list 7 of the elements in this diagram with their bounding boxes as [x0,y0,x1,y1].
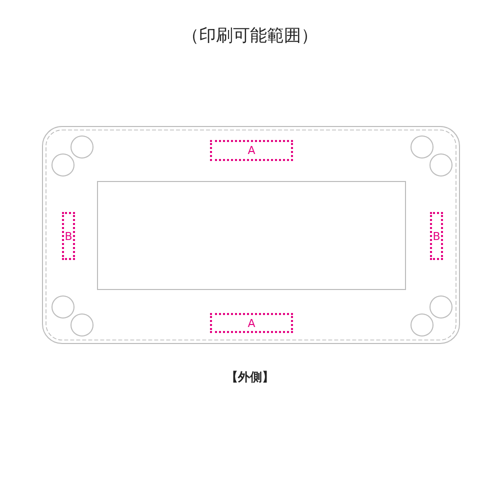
print-area: B [430,212,443,260]
print-area: A [210,140,293,161]
caption: 【外側】 [226,369,274,385]
window-outline [97,181,406,290]
print-area: B [62,212,75,260]
title: （印刷可能範囲） [182,25,318,47]
print-area: A [210,313,293,333]
